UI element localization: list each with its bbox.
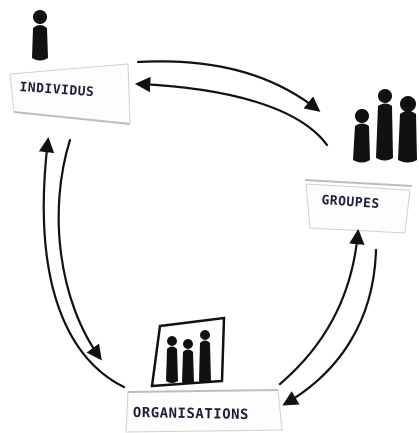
arrow-groupes-to-individus — [134, 76, 329, 147]
arrow-individus-to-groupes — [136, 60, 321, 112]
arrow-groupes-to-organisations — [282, 248, 378, 406]
arrow-organisations-to-individus — [38, 136, 126, 389]
organisations-card — [125, 389, 283, 433]
people-in-building-icon — [150, 316, 226, 388]
individus-card — [9, 63, 131, 125]
single-person-icon — [32, 10, 48, 61]
arrow-individus-to-organisations — [57, 138, 102, 361]
organisations-label: ORGANISATIONS — [132, 405, 250, 424]
arrow-organisations-to-groupes — [278, 228, 365, 386]
group-of-three-people-icon — [353, 89, 417, 163]
groupes-card — [304, 179, 413, 234]
